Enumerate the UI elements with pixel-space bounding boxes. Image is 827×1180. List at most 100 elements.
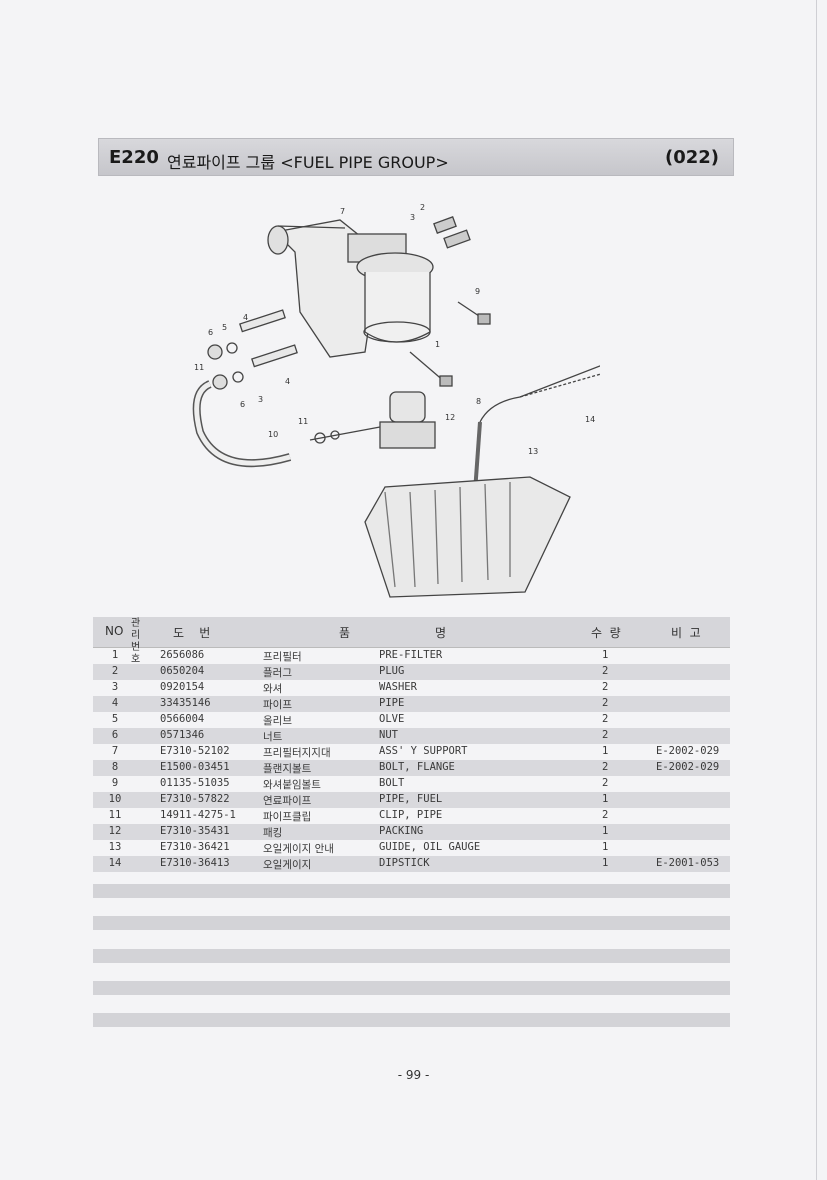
row-no: 6 — [111, 729, 119, 741]
row-name-kor: 플랜지볼트 — [263, 763, 312, 775]
row-qty: 2 — [602, 777, 609, 789]
row-name-kor: 연료파이프 — [263, 795, 312, 807]
svg-text:9: 9 — [475, 287, 480, 296]
row-qty: 2 — [602, 665, 609, 677]
svg-text:14: 14 — [585, 415, 595, 424]
empty-row — [93, 1013, 730, 1027]
row-qty: 2 — [602, 713, 609, 725]
row-no: 1 — [111, 649, 119, 661]
row-name-eng: PIPE, FUEL — [379, 793, 443, 805]
svg-text:13: 13 — [528, 447, 538, 456]
page-edge — [816, 0, 817, 1180]
header-remarks: 비 고 — [671, 626, 701, 640]
row-name-kor: 와셔 — [263, 683, 283, 695]
table-row: 10 E7310-57822 연료파이프 PIPE, FUEL 1 — [93, 792, 730, 808]
svg-text:3: 3 — [410, 213, 415, 222]
svg-text:4: 4 — [243, 313, 248, 322]
row-no: 7 — [111, 745, 119, 757]
header-no: NO — [105, 624, 124, 638]
row-name-kor: 오일게이지 — [263, 859, 312, 871]
table-row: 6 0571346 너트 NUT 2 — [93, 728, 730, 744]
row-name-kor: 너트 — [263, 731, 283, 743]
row-part-no: E7310-36413 — [160, 857, 230, 869]
row-part-no: 2656086 — [160, 649, 205, 661]
row-part-no: E7310-35431 — [160, 825, 230, 837]
row-part-no: 0650204 — [160, 665, 205, 677]
row-qty: 1 — [602, 841, 609, 853]
header-qty: 수 량 — [591, 626, 621, 640]
row-qty: 2 — [602, 809, 609, 821]
row-part-no: 0566004 — [160, 713, 205, 725]
row-qty: 2 — [602, 729, 609, 741]
svg-text:2: 2 — [420, 203, 425, 212]
row-remarks: E-2001-053 — [656, 857, 720, 869]
row-no: 12 — [108, 825, 122, 837]
section-title: 연료파이프 그룹 <FUEL PIPE GROUP> — [167, 153, 449, 172]
row-part-no: E1500-03451 — [160, 761, 230, 773]
row-part-no: 0920154 — [160, 681, 205, 693]
table-header: NO 관리번호 도 번 품 명 수 량 비 고 — [93, 617, 730, 665]
row-name-eng: CLIP, PIPE — [379, 809, 443, 821]
row-name-kor: 올리브 — [263, 715, 292, 727]
row-qty: 1 — [602, 793, 609, 805]
row-qty: 1 — [602, 745, 609, 757]
row-name-eng: DIPSTICK — [379, 857, 430, 869]
row-name-kor: 파이프클립 — [263, 811, 312, 823]
header-name-kor: 품 — [339, 626, 351, 640]
empty-row — [93, 981, 730, 995]
svg-text:8: 8 — [476, 397, 481, 406]
svg-text:6: 6 — [208, 328, 213, 337]
row-name-eng: PACKING — [379, 825, 424, 837]
row-no: 10 — [108, 793, 122, 805]
row-no: 3 — [111, 681, 119, 693]
row-qty: 1 — [602, 825, 609, 837]
row-name-eng: PLUG — [379, 665, 405, 677]
callout-7: 7 — [340, 207, 345, 216]
row-part-no: 0571346 — [160, 729, 205, 741]
row-qty: 1 — [602, 857, 609, 869]
svg-text:11: 11 — [298, 417, 308, 426]
row-part-no: E7310-36421 — [160, 841, 230, 853]
svg-text:3: 3 — [258, 395, 263, 404]
row-no: 8 — [111, 761, 119, 773]
row-name-kor: 패킹 — [263, 827, 283, 839]
row-name-kor: 파이프 — [263, 699, 292, 711]
row-part-no: E7310-57822 — [160, 793, 230, 805]
row-name-kor: 프리필터 — [263, 651, 302, 663]
row-remarks: E-2002-029 — [656, 745, 720, 757]
row-part-no: E7310-52102 — [160, 745, 230, 757]
row-no: 5 — [111, 713, 119, 725]
empty-row — [93, 884, 730, 898]
section-number: (022) — [664, 147, 719, 168]
row-no: 4 — [111, 697, 119, 709]
svg-text:12: 12 — [445, 413, 455, 422]
row-name-eng: PIPE — [379, 697, 405, 709]
row-no: 2 — [111, 665, 119, 677]
row-name-eng: GUIDE, OIL GAUGE — [379, 841, 481, 853]
empty-row — [93, 916, 730, 930]
empty-row — [93, 949, 730, 963]
row-remarks: E-2002-029 — [656, 761, 720, 773]
row-name-kor: 플러그 — [263, 667, 292, 679]
row-name-kor: 프리필터지지대 — [263, 747, 331, 759]
svg-text:1: 1 — [435, 340, 440, 349]
row-no: 9 — [111, 777, 119, 789]
row-no: 13 — [108, 841, 122, 853]
svg-text:4: 4 — [285, 377, 290, 386]
row-name-eng: ASS' Y SUPPORT — [379, 745, 468, 757]
row-name-eng: BOLT — [379, 777, 405, 789]
row-part-no: 01135-51035 — [160, 777, 230, 789]
row-name-eng: NUT — [379, 729, 398, 741]
section-header: E220 연료파이프 그룹 <FUEL PIPE GROUP> (022) — [98, 138, 734, 176]
row-qty: 2 — [602, 697, 609, 709]
page-number: - 99 - — [397, 1068, 430, 1082]
svg-text:10: 10 — [268, 430, 278, 439]
header-mgmt-no: 관리번호 — [131, 618, 141, 665]
